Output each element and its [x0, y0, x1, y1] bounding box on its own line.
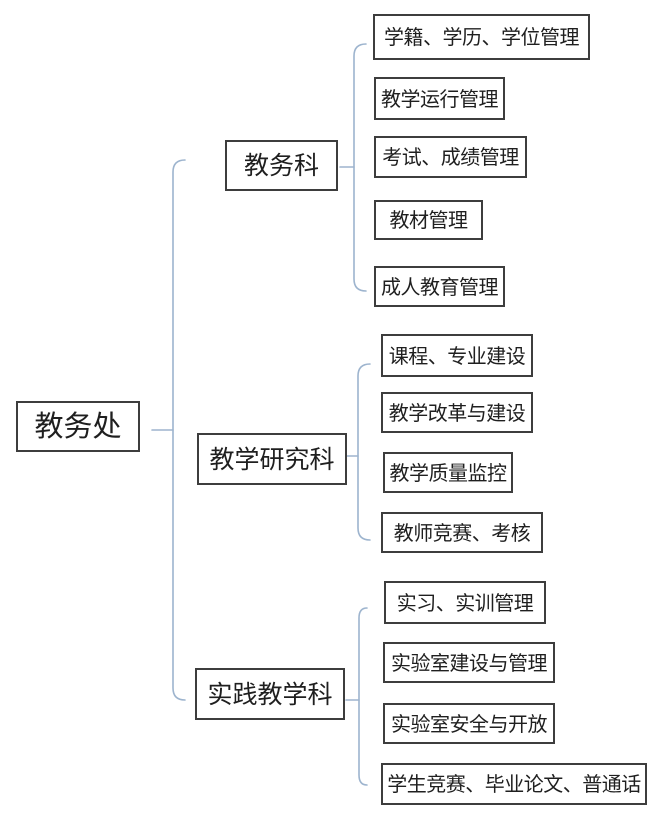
leaf-node-2-4: 教师竞赛、考核 [381, 512, 543, 553]
leaf-node-2-3: 教学质量监控 [383, 452, 513, 493]
leaf-node-3-2: 实验室建设与管理 [383, 642, 555, 683]
leaf-node-1-4: 教材管理 [374, 200, 483, 240]
leaf-node-1-2: 教学运行管理 [374, 77, 505, 120]
root-node-academic-affairs-office: 教务处 [16, 401, 140, 452]
leaf-node-2-1: 课程、专业建设 [381, 334, 533, 377]
leaf-node-3-3: 实验室安全与开放 [383, 703, 555, 744]
leaf-node-1-5: 成人教育管理 [374, 266, 505, 307]
leaf-node-3-4: 学生竞赛、毕业论文、普通话 [381, 763, 647, 805]
leaf-node-3-1: 实习、实训管理 [384, 581, 546, 624]
section-node-practical-teaching: 实践教学科 [195, 668, 345, 720]
leaf-node-1-3: 考试、成绩管理 [374, 136, 527, 178]
leaf-node-2-2: 教学改革与建设 [381, 392, 533, 433]
main-brace [172, 159, 186, 701]
section1-brace [353, 43, 367, 292]
section-node-academic-affairs: 教务科 [225, 140, 338, 191]
section2-brace [357, 363, 371, 541]
section3-brace [358, 607, 368, 786]
leaf-node-1-1: 学籍、学历、学位管理 [373, 14, 590, 60]
section-node-teaching-research: 教学研究科 [197, 433, 347, 485]
